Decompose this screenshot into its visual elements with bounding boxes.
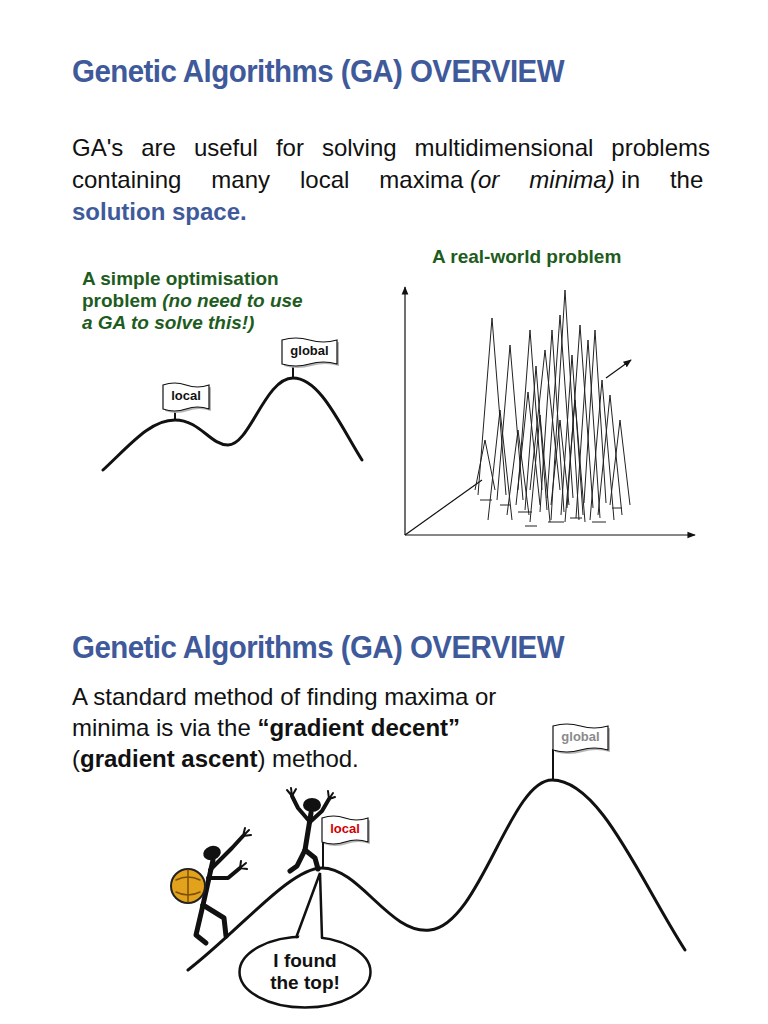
bubble-outline xyxy=(240,937,371,1008)
axis xyxy=(405,534,695,535)
flag-label: local xyxy=(171,388,201,403)
axis xyxy=(405,480,482,535)
emphasis-text: (or minima) xyxy=(470,166,615,193)
flag-cloth xyxy=(163,383,209,411)
flag-cloth xyxy=(282,338,337,366)
body-text: ) method. xyxy=(257,745,358,772)
body-text: A real-world problem xyxy=(432,246,621,267)
method-paragraph: A standard method of finding maxima or m… xyxy=(72,681,532,774)
flag-marker: global xyxy=(553,724,608,750)
slide-title: Genetic Algorithms (GA) OVERVIEW xyxy=(72,55,564,87)
intro-paragraph: GA's are useful for solving multidimensi… xyxy=(72,132,710,228)
emphasis-text: “gradient decent” xyxy=(257,714,460,741)
bubble-tail xyxy=(296,873,322,938)
body-text: in the xyxy=(621,166,703,193)
hill-curve xyxy=(188,780,685,970)
bubble-tail-fill xyxy=(297,873,321,943)
speech-bubble: I found the top! xyxy=(238,935,372,1009)
panel-caption: A real-world problem xyxy=(432,246,712,268)
emphasis-text: gradient ascent xyxy=(80,745,257,772)
slide-title: Genetic Algorithms (GA) OVERVIEW xyxy=(72,631,564,663)
spiky-surface xyxy=(475,290,630,526)
climber-figure xyxy=(171,828,251,943)
emphasis-text: solution space. xyxy=(72,198,247,225)
flag-marker: local xyxy=(163,383,209,409)
flag-cloth xyxy=(553,724,608,752)
flag-marker: global xyxy=(282,338,337,364)
flag-label: global xyxy=(561,729,600,744)
axis xyxy=(404,287,405,535)
simple-curve xyxy=(103,378,362,470)
bubble-text: I found the top! xyxy=(263,950,347,994)
flag-label: global xyxy=(290,343,329,358)
flag-label: local xyxy=(330,821,360,836)
flag-cloth xyxy=(322,816,368,844)
direction-arrow xyxy=(606,360,631,378)
flag-marker: local xyxy=(322,816,368,842)
body-text: ( xyxy=(72,745,80,772)
panel-caption: A simple optimisation problem(no need to… xyxy=(82,268,312,334)
